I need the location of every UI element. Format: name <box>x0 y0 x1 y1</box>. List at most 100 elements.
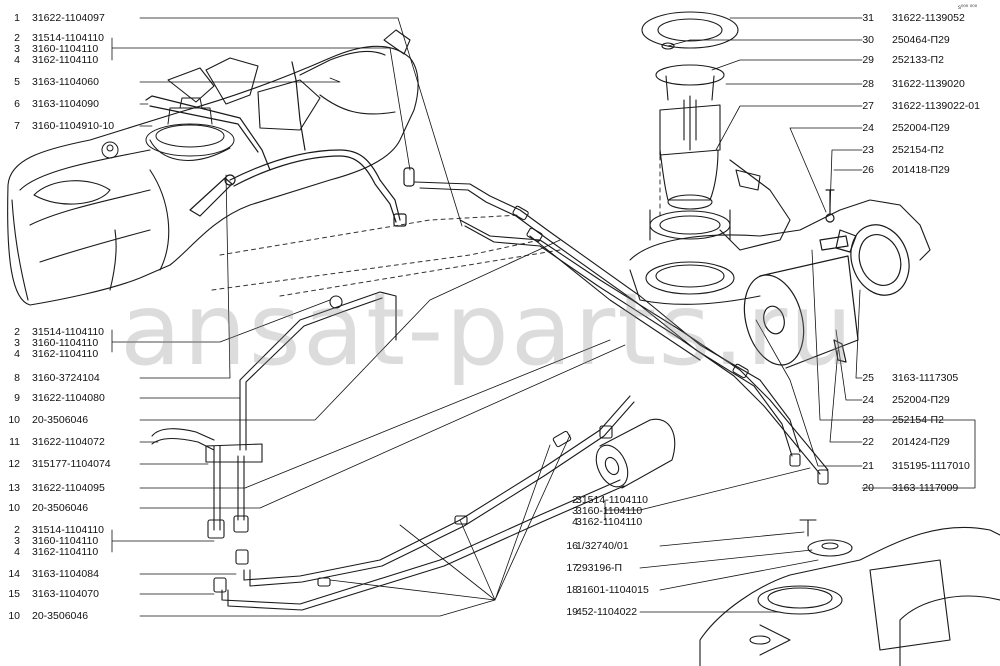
part-number: 3163-1104084 <box>32 568 99 580</box>
part-number: 31622-1104072 <box>32 436 105 448</box>
lower-pipes <box>221 395 635 611</box>
callout-number: 11 <box>9 436 20 448</box>
callout-number: 3 <box>572 505 578 517</box>
part-number: 252154-П2 <box>892 414 944 426</box>
callout-number: 14 <box>8 568 20 580</box>
part-number: 3162-1104110 <box>32 54 99 66</box>
part-number: 31514-1104110 <box>32 32 105 44</box>
callout-number: 1 <box>14 12 20 24</box>
part-number: 31622-1104080 <box>32 392 105 404</box>
lower-right-tank <box>699 519 1000 666</box>
fuel-tank-main <box>7 29 419 306</box>
callout-number: 4 <box>14 546 20 558</box>
part-number: 31622-1139052 <box>892 12 965 24</box>
part-number: 3160-1104110 <box>576 505 643 517</box>
callout-number: 16 <box>566 540 578 552</box>
callout-number: 2 <box>14 524 20 536</box>
part-number: 452-1104022 <box>576 606 638 618</box>
callout-number: 8 <box>14 372 20 384</box>
watermark: ansat-parts.ru <box>120 271 855 388</box>
leader-lines <box>111 17 976 617</box>
fuel-filter <box>595 418 676 489</box>
part-number: 3163-1117009 <box>892 482 959 494</box>
part-number: 20-3506046 <box>32 502 89 514</box>
part-number: 252004-П29 <box>892 394 950 406</box>
part-number: 3160-1104110 <box>32 535 99 547</box>
part-number: 315195-1117010 <box>892 460 970 472</box>
part-number: 31622-1104095 <box>32 482 105 494</box>
dashed-routing-lines <box>211 139 661 297</box>
part-number: 252154-П2 <box>892 144 944 156</box>
part-number: 31622-1139022-01 <box>892 100 980 112</box>
callout-number: 2 <box>14 326 20 338</box>
callout-number: 3 <box>14 43 20 55</box>
callout-number: 19 <box>566 606 578 618</box>
part-number: 3160-1104110 <box>32 43 99 55</box>
part-number: 201424-П29 <box>892 436 950 448</box>
part-number: 3163-1104090 <box>32 98 99 110</box>
callout-number: 10 <box>8 610 20 622</box>
part-number: 3162-1104110 <box>32 348 99 360</box>
callout-number: 10 <box>8 414 20 426</box>
part-number: 250464-П29 <box>892 34 950 46</box>
callout-number: 4 <box>14 348 20 360</box>
callout-number: 12 <box>8 458 20 470</box>
fuel-pump-module-stack <box>641 11 739 241</box>
callout-number: 17 <box>566 562 578 574</box>
part-number: 3160-1104110 <box>32 337 99 349</box>
callout-number: 27 <box>862 100 874 112</box>
callout-number: 7 <box>14 120 20 132</box>
callout-number: 22 <box>862 436 874 448</box>
callout-number: 28 <box>862 78 874 90</box>
callout-number: 15 <box>8 588 20 600</box>
part-number: 3163-1104060 <box>32 76 99 88</box>
callout-number: 4 <box>572 516 578 528</box>
callout-number: 6 <box>14 98 20 110</box>
callout-number: 3 <box>14 535 20 547</box>
part-number: 252133-П2 <box>892 54 944 66</box>
callout-number: 3 <box>14 337 20 349</box>
callout-number: 30 <box>862 34 874 46</box>
callout-number: 9 <box>14 392 20 404</box>
part-number: 20-3506046 <box>32 414 89 426</box>
callout-number: 20 <box>862 482 874 494</box>
fuel-lines <box>414 181 829 485</box>
callout-number: 2 <box>14 32 20 44</box>
callout-number: 4 <box>14 54 20 66</box>
part-number: 31514-1104110 <box>576 494 649 506</box>
callout-number: 10 <box>8 502 20 514</box>
part-number: 315177-1104074 <box>32 458 111 470</box>
part-number: 31514-1104110 <box>32 326 105 338</box>
callout-number: 26 <box>862 164 874 176</box>
filter-canister <box>743 189 910 369</box>
part-number: 252004-П29 <box>892 122 950 134</box>
part-number: 31601-1104015 <box>576 584 649 596</box>
part-number: 201418-П29 <box>892 164 950 176</box>
part-number: 20-3506046 <box>32 610 89 622</box>
tank-pump-assembly <box>101 97 235 161</box>
callout-number: 23 <box>862 144 874 156</box>
part-number: 31514-1104110 <box>32 524 105 536</box>
part-number: 3162-1104110 <box>576 516 643 528</box>
callout-number: 2 <box>572 494 578 506</box>
callout-number: 5 <box>14 76 20 88</box>
part-number: 3163-1117305 <box>892 372 959 384</box>
part-number: 31622-1139020 <box>892 78 965 90</box>
part-number: 293196-П <box>576 562 623 574</box>
callout-number: 24 <box>862 122 874 134</box>
part-number: 31622-1104097 <box>32 12 105 24</box>
callout-number: 13 <box>8 482 20 494</box>
callout-number: 31 <box>862 12 874 24</box>
part-number: 3160-3724104 <box>32 372 100 384</box>
part-number: 3160-1104910-10 <box>32 120 115 132</box>
callout-number: 29 <box>862 54 874 66</box>
part-number: 3163-1104070 <box>32 588 99 600</box>
corner-mark: s⁰⁰⁰ ⁰⁰⁰ <box>958 5 978 11</box>
part-number: 1/32740/01 <box>576 540 629 552</box>
callout-number: 23 <box>862 414 874 426</box>
callout-number: 21 <box>862 460 874 472</box>
callout-number: 18 <box>566 584 578 596</box>
callout-number: 24 <box>862 394 874 406</box>
